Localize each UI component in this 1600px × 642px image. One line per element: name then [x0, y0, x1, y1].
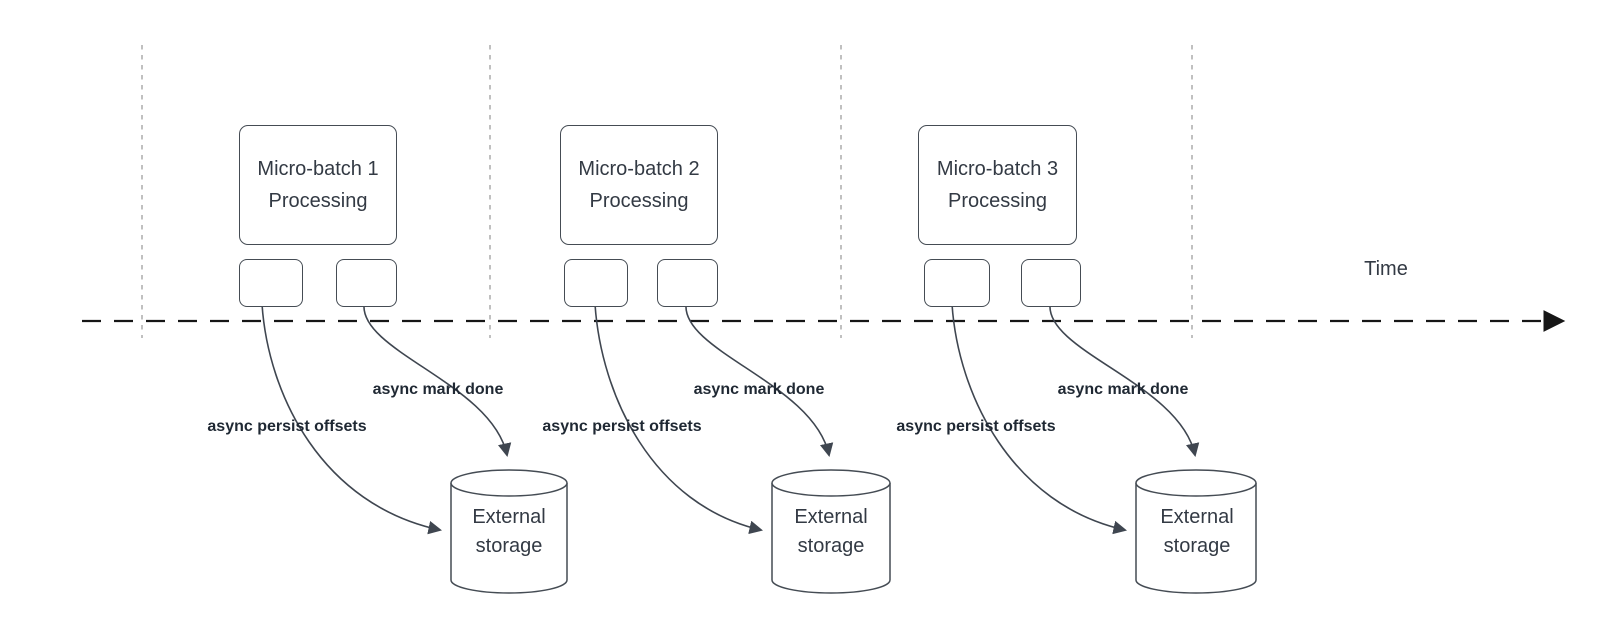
persist-offsets-arrow-1 — [261, 303, 442, 535]
micro-batch-3-task-right — [1021, 259, 1081, 307]
external-storage-cylinder-1 — [450, 469, 568, 594]
micro-batch-2-task-left — [564, 259, 628, 307]
micro-batch-1-task-right — [336, 259, 397, 307]
external-storage-label-2: External storage — [794, 505, 868, 557]
external-storage-cylinder-3 — [1135, 469, 1257, 594]
mark-done-label-2: async mark done — [693, 381, 825, 398]
mark-done-arrow-2 — [685, 304, 834, 457]
external-storage-label-1: External storage — [472, 505, 546, 557]
mark-done-label-3: async mark done — [1057, 381, 1189, 398]
external-storage-cylinder-2 — [771, 469, 891, 594]
persist-offsets-label-2: async persist offsets — [542, 418, 702, 435]
mark-done-arrow-3 — [1049, 304, 1200, 457]
persist-offsets-label-3: async persist offsets — [896, 418, 1056, 435]
micro-batch-1-label: Micro-batch 1 Processing — [257, 158, 379, 212]
micro-batch-3-box: Micro-batch 3 Processing — [918, 125, 1077, 245]
mark-done-label-1: async mark done — [372, 381, 504, 398]
micro-batch-3-task-left — [924, 259, 990, 307]
micro-batch-1-box: Micro-batch 1 Processing — [239, 125, 397, 245]
persist-offsets-arrow-2 — [594, 303, 763, 535]
micro-batch-1-task-left — [239, 259, 303, 307]
time-axis-label: Time — [1364, 258, 1408, 280]
micro-batch-2-task-right — [657, 259, 718, 307]
micro-batch-3-label: Micro-batch 3 Processing — [936, 158, 1059, 212]
persist-offsets-arrow-3 — [951, 303, 1127, 535]
persist-offsets-label-1: async persist offsets — [207, 418, 367, 435]
micro-batch-2-label: Micro-batch 2 Processing — [578, 158, 700, 212]
micro-batch-2-box: Micro-batch 2 Processing — [560, 125, 718, 245]
mark-done-arrow-1 — [363, 304, 512, 457]
external-storage-label-3: External storage — [1160, 505, 1234, 557]
